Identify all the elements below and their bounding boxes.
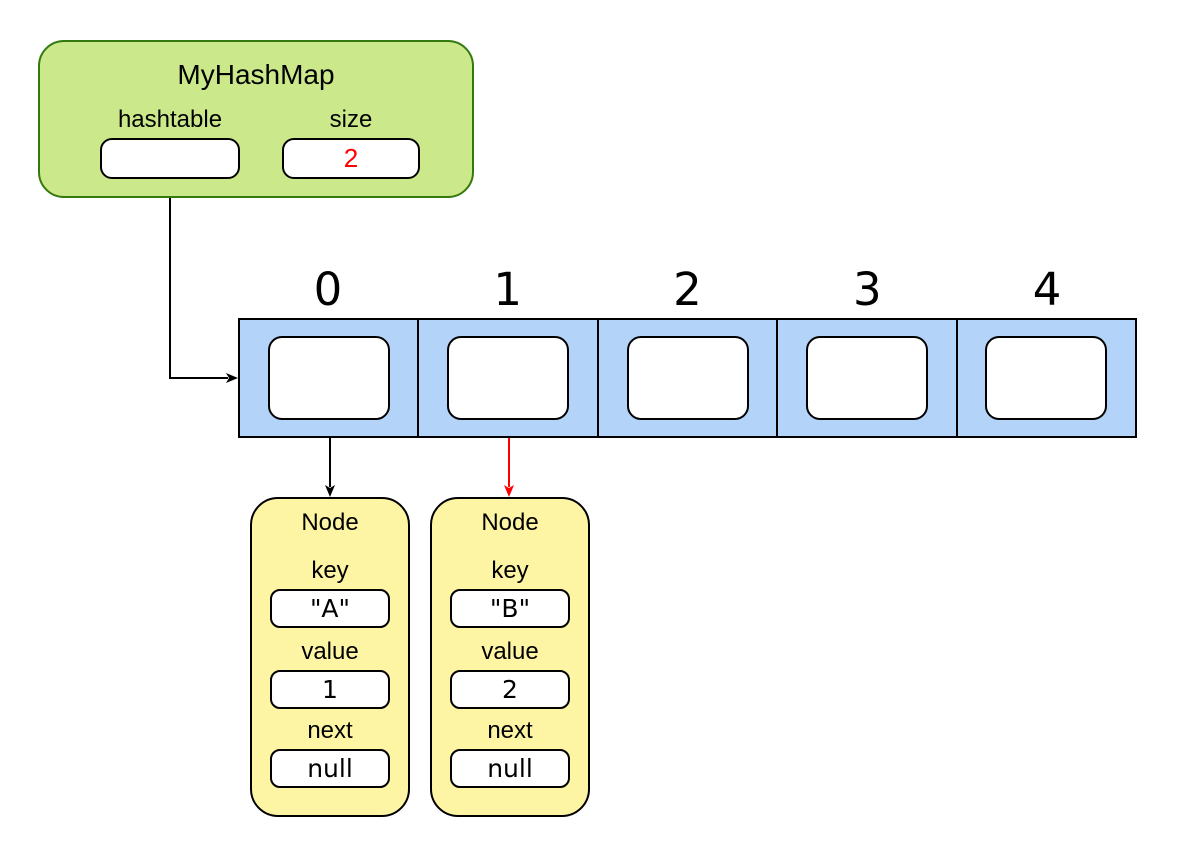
bucket-cell-4 [958,320,1135,436]
node-key-slot: "B" [450,589,570,628]
hashtable-field-slot [100,138,240,179]
node-next-slot: null [450,749,570,788]
bucket-cell-2 [599,320,779,436]
hashtable-pointer-arrow [169,179,238,383]
hashtable-field-label: hashtable [117,106,223,133]
node-key-label: key [491,557,529,584]
bucket-cell-0 [240,320,420,436]
node-key-slot: "A" [270,589,390,628]
node-next-slot: null [270,749,390,788]
bucket-slot-4 [985,336,1108,420]
bucket-slot-1 [447,336,570,420]
bucket-index-2: 2 [673,263,702,316]
node-title: Node [481,509,539,536]
bucket-slot-3 [805,336,928,420]
bucket-slot-0 [267,336,390,420]
node-value-slot: 1 [270,670,390,709]
hashmap-title: MyHashMap [177,59,335,90]
bucket-index-0: 0 [313,263,343,316]
bucket-index-4: 4 [1032,263,1062,316]
bucket-index-3: 3 [852,263,882,316]
bucket-cell-3 [778,320,958,436]
bucket-index-1: 1 [493,263,523,316]
node-value-label: value [301,638,359,665]
node-value-slot: 2 [450,670,570,709]
node-value-label: value [481,638,539,665]
node-next-label: next [307,717,353,744]
bucket-slot-2 [626,336,749,420]
bucket-cell-1 [419,320,599,436]
node-box-a: Node key "A" value 1 next null [250,497,410,817]
node-next-label: next [487,717,533,744]
node-title: Node [301,509,359,536]
node-key-label: key [311,557,349,584]
hashtable-array [238,318,1137,438]
bucket-index-row: 0 1 2 3 4 [238,265,1137,315]
myhashmap-box: MyHashMap hashtable size 2 [38,40,474,198]
size-field-slot: 2 [282,138,420,179]
node-box-b: Node key "B" value 2 next null [430,497,590,817]
size-field-label: size [329,106,373,133]
